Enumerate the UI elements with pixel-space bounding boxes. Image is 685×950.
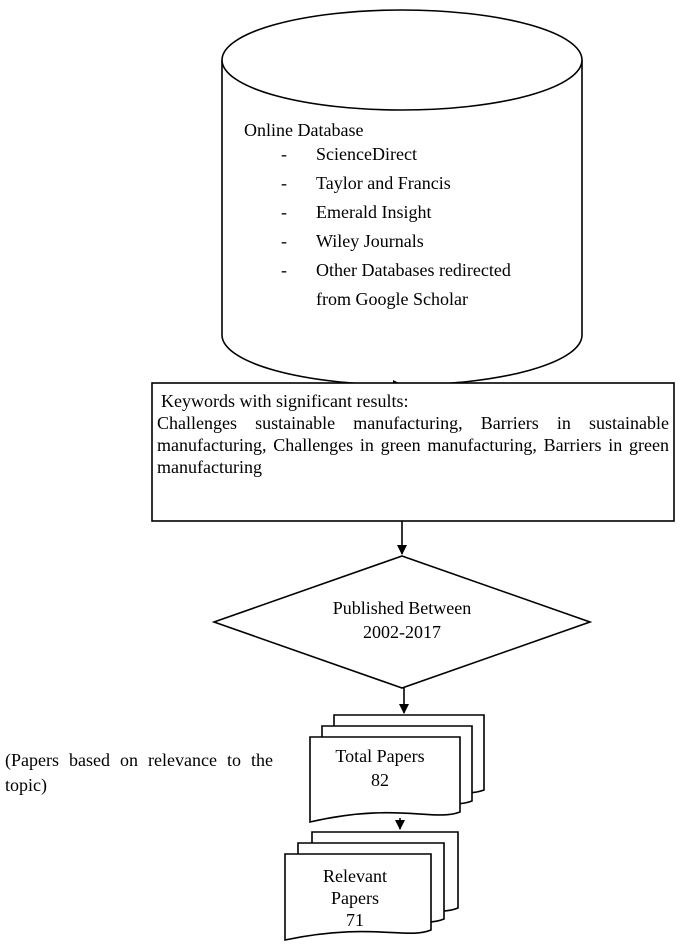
database-item-emerald-insight: Emerald Insight bbox=[316, 202, 432, 222]
decision-diamond bbox=[211, 555, 593, 689]
keywords-heading: Keywords with significant results: bbox=[161, 391, 409, 411]
side-note: (Papers based on relevance to the topic) bbox=[5, 750, 273, 795]
database-item-sciencedirect: ScienceDirect bbox=[316, 144, 417, 164]
relevant-papers-label-1: Relevant bbox=[323, 866, 387, 886]
keywords-body: Challenges sustainable manufacturing, Ba… bbox=[157, 413, 669, 477]
keywords-text: Keywords with significant results: Chall… bbox=[157, 390, 669, 478]
relevant-papers-count: 71 bbox=[346, 910, 364, 930]
list-dash: - bbox=[281, 260, 287, 280]
database-item-other-databases: Other Databases redirected bbox=[316, 260, 511, 280]
total-papers-label: Total Papers bbox=[335, 746, 425, 766]
total-papers-document-stack bbox=[309, 714, 485, 824]
database-cylinder bbox=[221, 9, 583, 386]
list-dash: - bbox=[281, 173, 287, 193]
list-dash: - bbox=[281, 144, 287, 164]
total-papers-count: 82 bbox=[371, 770, 389, 790]
list-dash: - bbox=[281, 202, 287, 222]
list-dash: - bbox=[281, 231, 287, 251]
database-item-taylor-and-francis: Taylor and Francis bbox=[316, 173, 451, 193]
database-item-wiley-journals: Wiley Journals bbox=[316, 231, 424, 251]
relevant-papers-document-stack bbox=[284, 831, 459, 941]
decision-line-1: Published Between bbox=[332, 598, 472, 618]
relevant-papers-label-2: Papers bbox=[331, 888, 379, 908]
database-item-google-scholar: from Google Scholar bbox=[316, 289, 468, 309]
keywords-box bbox=[151, 382, 675, 522]
decision-line-2: 2002-2017 bbox=[363, 622, 441, 642]
database-heading: Online Database bbox=[244, 120, 364, 140]
